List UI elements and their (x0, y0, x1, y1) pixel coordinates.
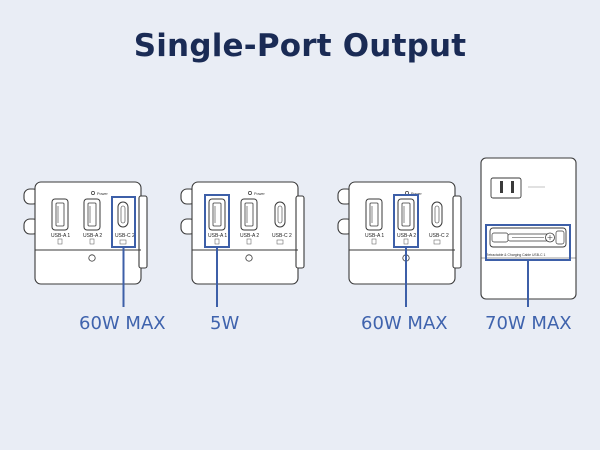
port-label-2: USB-A 2 (240, 233, 259, 239)
port-label-3: USB-C 2 (429, 233, 449, 239)
reset-icon (88, 254, 96, 262)
port-label-2: USB-A 2 (83, 233, 102, 239)
highlight-box (111, 196, 136, 307)
usb-a-port-1 (365, 198, 383, 231)
power-label: Power (254, 192, 265, 196)
port-label-2: USB-A 2 (397, 233, 416, 239)
rating-label-4: 70W MAX (485, 313, 572, 334)
usb-a-port-1 (208, 198, 226, 231)
usb-c-port (431, 201, 443, 228)
port-label-1: USB-A 1 (51, 233, 70, 239)
power-led-icon (91, 191, 95, 195)
outlet-icon (490, 177, 522, 199)
rating-label-2: 5W (210, 313, 240, 334)
adapter-2: Power USB-A 1 USB-A 2 USB-C 2 (180, 181, 305, 307)
usb-a-port-2 (83, 198, 101, 231)
highlight-box (204, 194, 230, 307)
usb-a-port-1 (51, 198, 69, 231)
power-label: Power (97, 192, 108, 196)
power-led-icon (248, 191, 252, 195)
retractable-cable (489, 227, 567, 248)
highlight-box (485, 224, 571, 307)
usb-c-port (274, 201, 286, 228)
port-label-1: USB-A 1 (365, 233, 384, 239)
cable-label: Retractable & Charging Cable USB-C 1 (486, 253, 545, 257)
usb-c-port (117, 201, 129, 228)
adapter-4-side-view: Retractable & Charging Cable USB-C 1 (480, 157, 577, 307)
port-label-1: USB-A 1 (208, 233, 227, 239)
reset-icon (245, 254, 253, 262)
highlight-box (393, 194, 419, 307)
adapter-1: Power USB-A 1 USB-A 2 USB-C 2 (23, 181, 148, 307)
usb-a-port-2 (240, 198, 258, 231)
rating-label-3: 60W MAX (361, 313, 448, 334)
adapter-3: Power USB-A 1 USB-A 2 USB-C 2 (337, 181, 462, 307)
usb-a-port-2 (397, 198, 415, 231)
page-title: Single-Port Output (133, 28, 467, 64)
port-label-3: USB-C 2 (272, 233, 292, 239)
port-label-3: USB-C 2 (115, 233, 135, 239)
rating-label-1: 60W MAX (79, 313, 166, 334)
